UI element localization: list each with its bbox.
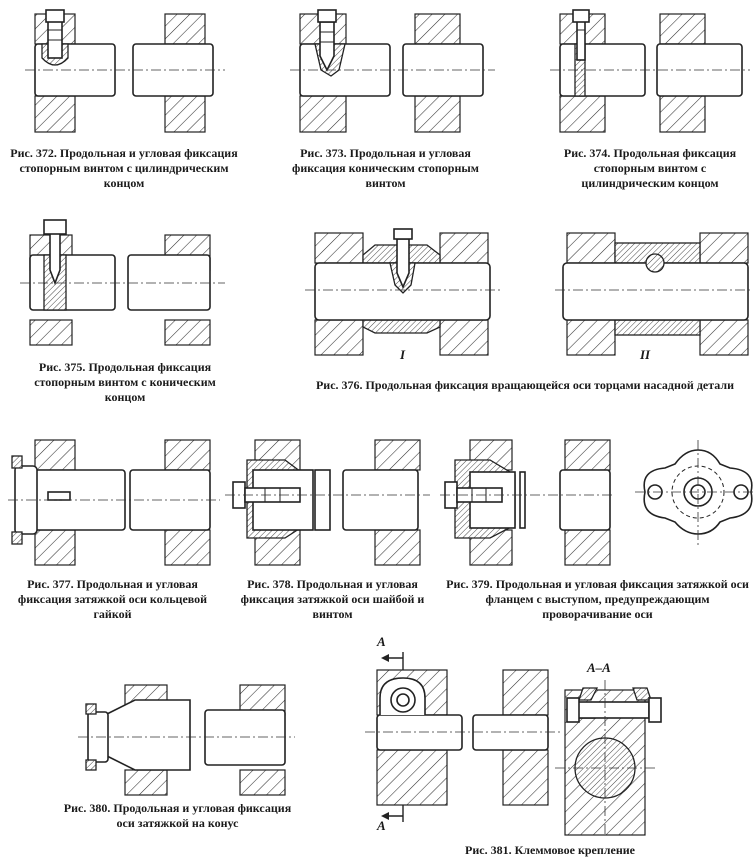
figure-374: Рис. 374.Продольная фиксация стопорным в… [505,0,753,200]
drawing-376 [305,228,753,356]
drawing-381 [365,652,662,836]
caption-377: Рис. 377.Продольная и угловая фиксация з… [17,577,208,621]
caption-378: Рис. 378.Продольная и угловая фиксация з… [240,577,425,621]
view-label-2: II [640,347,651,362]
drawing-372 [25,9,225,133]
drawing-377 [8,439,220,566]
figure-372: Рис. 372.Продольная и угловая фиксация с… [0,0,250,200]
figure-381: A A A–A Рис. 381.Клеммовое крепление [355,634,753,863]
caption-376: Рис. 376.Продольная фиксация вращающейся… [315,378,735,392]
section-mark-bottom: A [377,818,386,833]
figure-379: Рис. 379.Продольная и угловая фиксация з… [440,430,753,630]
caption-373: Рис. 373.Продольная и угловая фиксация к… [292,146,479,190]
section-mark-top: A [377,634,386,649]
caption-380: Рис. 380.Продольная и угловая фиксация о… [63,801,292,830]
caption-374: Рис. 374.Продольная фиксация стопорным в… [563,146,737,190]
caption-372: Рис. 372.Продольная и угловая фиксация с… [10,146,238,190]
drawing-374 [550,9,750,133]
caption-375: Рис. 375.Продольная фиксация стопорным в… [34,360,216,404]
figure-380: Рис. 380.Продольная и угловая фиксация о… [60,670,320,863]
figure-378: Рис. 378.Продольная и угловая фиксация з… [225,430,450,630]
caption-379: Рис. 379.Продольная и угловая фиксация з… [446,577,749,621]
drawing-379 [440,439,753,566]
drawing-378 [225,439,430,566]
drawing-380 [78,684,295,796]
drawing-373 [290,9,495,133]
section-title: A–A [587,660,611,675]
figure-377: Рис. 377.Продольная и угловая фиксация з… [0,430,235,630]
figure-375: Рис. 375.Продольная фиксация стопорным в… [0,215,250,415]
caption-381: Рис. 381.Клеммовое крепление [465,843,635,857]
drawing-375 [20,219,225,346]
figure-373: Рис. 373.Продольная и угловая фиксация к… [255,0,505,200]
view-label-1: I [400,347,406,362]
figure-376: I II Рис. 376.Продольная фиксация вращаю… [295,215,753,415]
